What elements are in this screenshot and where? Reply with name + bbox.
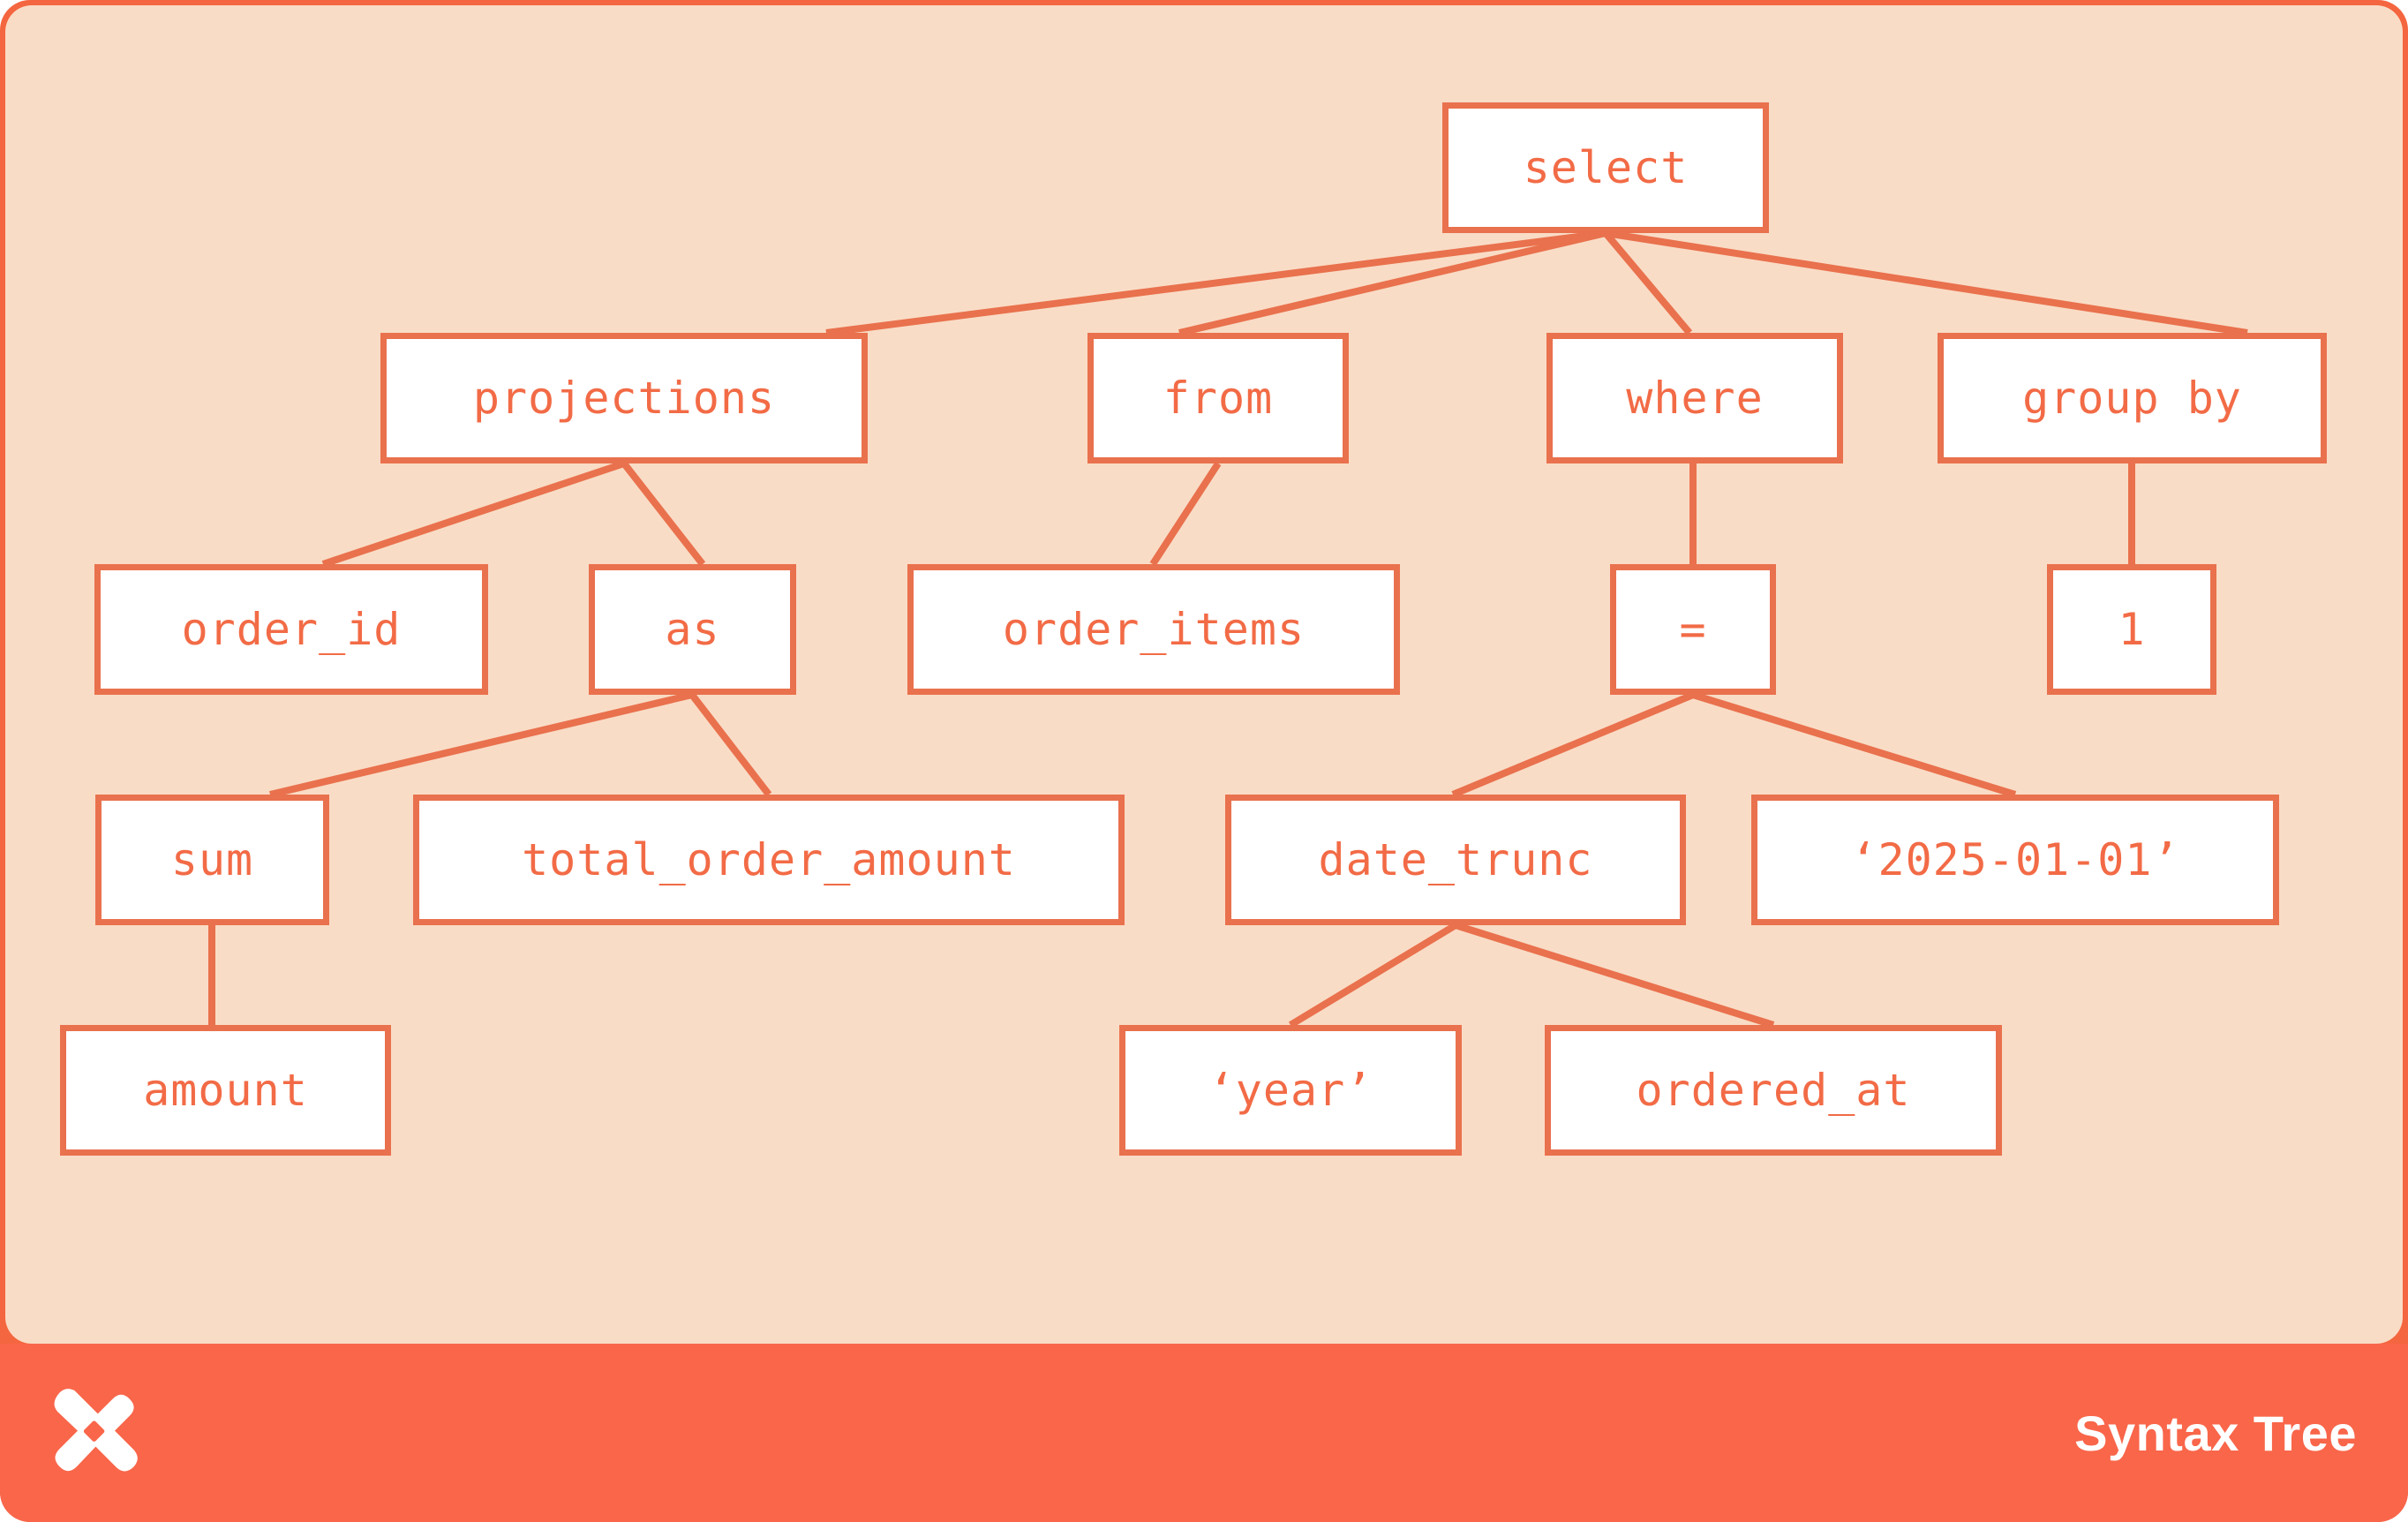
tree-node-one[interactable]: 1: [2047, 564, 2216, 695]
tree-edges: [208, 230, 2248, 1028]
footer-bar: Syntax Tree: [0, 1344, 2408, 1522]
tree-node-group-by[interactable]: group by: [1938, 333, 2327, 463]
tree-edge-projections-to-as: [621, 461, 706, 567]
tree-edge-select-to-projections: [825, 230, 1607, 336]
tree-edge-equals-to-date-trunc: [1451, 691, 1695, 798]
tree-node-ordered-at[interactable]: ordered_at: [1545, 1025, 2002, 1156]
x-star-logo-icon: [41, 1380, 147, 1486]
tree-node-where[interactable]: where: [1546, 333, 1843, 463]
tree-node-as[interactable]: as: [589, 564, 796, 695]
tree-edge-select-to-from: [1178, 230, 1607, 336]
tree-node-sum[interactable]: sum: [95, 795, 329, 925]
tree-node-total-order-amount[interactable]: total_order_amount: [413, 795, 1125, 925]
tree-node-equals[interactable]: =: [1610, 564, 1776, 695]
tree-edge-as-to-sum: [269, 691, 693, 798]
tree-node-order-items[interactable]: order_items: [907, 564, 1400, 695]
tree-edge-select-to-group-by: [1605, 230, 2248, 336]
tree-node-projections[interactable]: projections: [380, 333, 868, 463]
tree-edge-date-trunc-to-ordered-at: [1454, 922, 1775, 1028]
tree-node-year-literal[interactable]: ‘year’: [1119, 1025, 1462, 1156]
tree-node-amount[interactable]: amount: [60, 1025, 391, 1156]
tree-edge-from-to-order-items: [1149, 461, 1222, 567]
tree-edge-equals-to-date-literal: [1691, 691, 2017, 798]
tree-node-date-literal[interactable]: ‘2025-01-01’: [1751, 795, 2279, 925]
tree-edge-projections-to-order-id: [321, 460, 626, 568]
tree-node-date-trunc[interactable]: date_trunc: [1225, 795, 1686, 925]
footer-title: Syntax Tree: [2074, 1405, 2357, 1461]
tree-node-from[interactable]: from: [1087, 333, 1349, 463]
tree-node-order-id[interactable]: order_id: [94, 564, 488, 695]
tree-edge-date-trunc-to-year-literal: [1288, 922, 1458, 1028]
tree-node-select[interactable]: select: [1442, 102, 1769, 233]
diagram-panel: select projections from where group by order_…: [5, 5, 2403, 1344]
tree-edge-select-to-where: [1602, 230, 1693, 335]
tree-edge-as-to-total-order-amount: [689, 692, 772, 797]
